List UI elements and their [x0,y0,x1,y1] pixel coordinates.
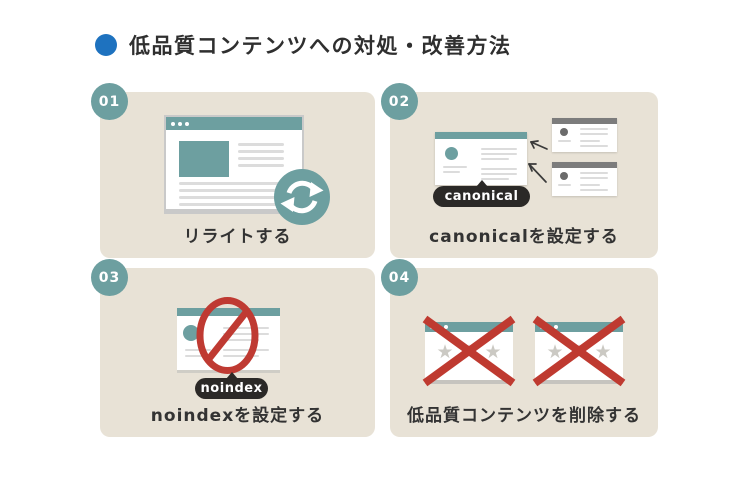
text-line-placeholder [580,184,600,186]
duplicate-window [552,118,617,152]
window-body [552,168,617,196]
panel-noindex: 03 noindex noindexを設定する [91,259,375,437]
text-line-placeholder [580,128,608,130]
text-line-placeholder [580,140,600,142]
panel-caption: 低品質コンテンツを削除する [407,406,641,426]
pointing-arrows-icon [528,140,548,183]
text-line-placeholder [185,349,211,351]
number-badge: 04 [381,259,418,296]
window-body [552,124,617,152]
page-title: 低品質コンテンツへの対処・改善方法 [129,34,512,58]
text-line-placeholder [179,182,284,185]
text-line-placeholder [179,196,284,199]
cross-icon [532,315,626,387]
text-line-placeholder [580,172,608,174]
prohibition-icon [196,297,259,374]
text-line-placeholder [481,148,517,150]
text-line-placeholder [238,164,284,167]
window-dot-icon [444,325,448,329]
number-badge: 03 [91,259,128,296]
text-line-placeholder [481,158,509,160]
avatar-circle-icon [560,172,568,180]
text-line-placeholder [223,339,259,341]
text-line-placeholder [179,189,284,192]
number-badge: 02 [381,83,418,120]
canonical-main-window [435,132,527,185]
window-titlebar [552,162,617,168]
panel-caption: noindexを設定する [150,406,325,426]
window-dot-icon [178,121,182,126]
text-line-placeholder [223,327,269,329]
window-titlebar [166,117,302,130]
text-line-placeholder [223,349,269,351]
panel-caption: canonicalを設定する [429,227,619,247]
text-line-placeholder [481,153,517,155]
window-dot-icon [185,121,189,126]
window-dot-icon [554,325,558,329]
text-line-placeholder [580,145,608,147]
avatar-circle-icon [560,128,568,136]
window-titlebar [552,118,617,124]
text-line-placeholder [481,168,517,170]
avatar-circle-icon [445,147,458,160]
canonical-tag: canonical [433,180,530,207]
text-line-placeholder [223,355,259,357]
text-line-placeholder [558,184,571,186]
avatar-circle-icon [183,325,199,341]
text-line-placeholder [580,189,608,191]
text-line-placeholder [443,171,460,173]
duplicate-window [552,162,617,196]
panel-caption: リライトする [183,227,292,247]
text-line-placeholder [580,133,608,135]
text-line-placeholder [238,143,284,146]
bullet-icon [95,34,117,56]
panel-canonical: 02 [381,83,658,258]
window-titlebar [177,308,280,316]
text-line-placeholder [580,177,608,179]
text-line-placeholder [481,178,509,180]
header: 低品質コンテンツへの対処・改善方法 [95,30,512,60]
image-placeholder [179,141,229,177]
window-body [177,316,280,370]
text-line-placeholder [443,166,467,168]
text-line-placeholder [558,140,571,142]
panel-delete: 04 ★★★ ★★★ [381,259,658,437]
text-line-placeholder [238,157,284,160]
refresh-icon [274,169,330,225]
window-body [435,139,527,185]
window-titlebar [435,132,527,139]
text-line-placeholder [238,150,284,153]
number-badge: 01 [91,83,128,120]
text-line-placeholder [223,333,269,335]
panel-rewrite: 01 [91,83,375,258]
text-line-placeholder [179,203,284,206]
window-dot-icon [171,121,175,126]
text-line-placeholder [185,355,204,357]
text-line-placeholder [481,173,517,175]
noindex-tag: noindex [195,372,268,399]
cross-icon [422,315,516,387]
